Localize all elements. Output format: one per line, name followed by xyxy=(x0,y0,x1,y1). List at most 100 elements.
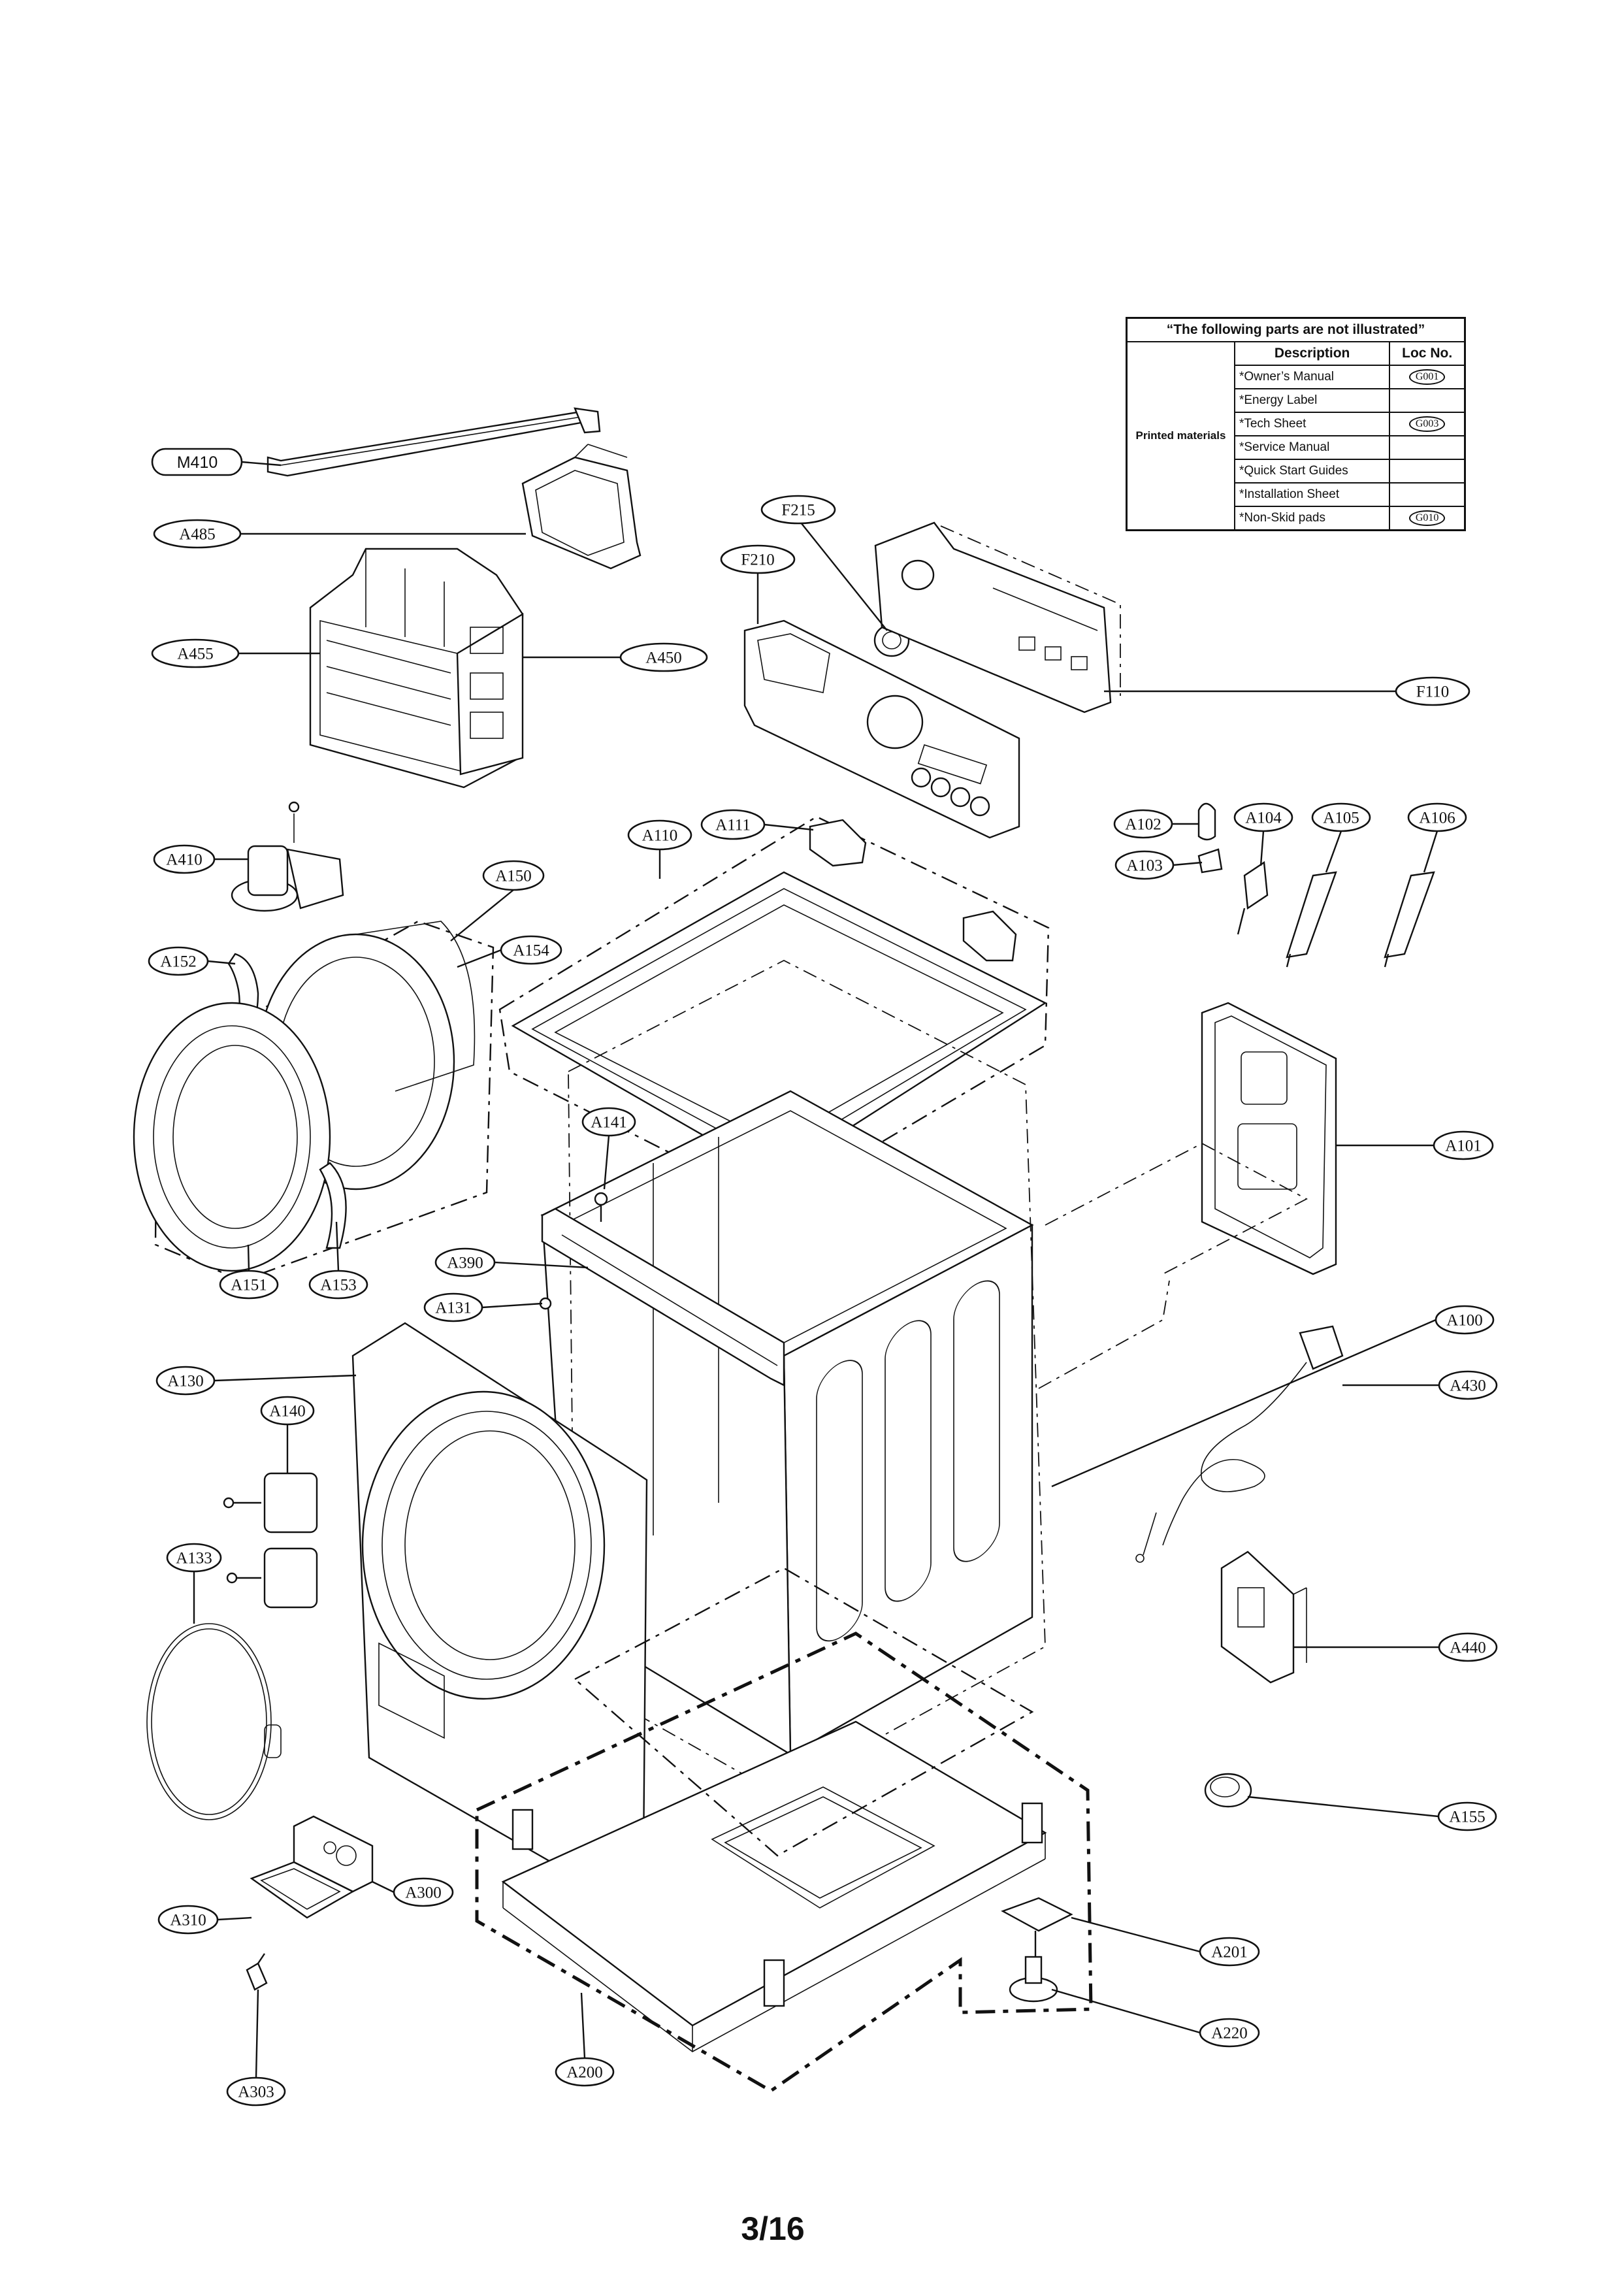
label-a150: A150 xyxy=(482,860,545,891)
part-a310-door xyxy=(250,1861,355,1919)
table-row: *Service Manual xyxy=(1127,435,1466,460)
table-group-printed-materials: Printed materials xyxy=(1126,341,1235,531)
svg-text:A303: A303 xyxy=(238,2084,274,2101)
label-a111: A111 xyxy=(700,809,766,840)
a100-phantom-outline xyxy=(568,959,1046,1795)
a200-group-outline xyxy=(475,1632,1093,2093)
svg-text:A410: A410 xyxy=(166,851,203,869)
svg-text:A450: A450 xyxy=(645,649,682,667)
label-a100: A100 xyxy=(1435,1305,1495,1335)
part-a151-gasket-front xyxy=(133,1002,331,1272)
part-a130-front-panel xyxy=(351,1322,648,1886)
svg-text:A390: A390 xyxy=(447,1255,483,1272)
table-cell-loc: G003 xyxy=(1389,412,1466,436)
label-f110: F110 xyxy=(1395,676,1470,706)
table-row: *Tech Sheet G003 xyxy=(1127,412,1466,436)
svg-text:A201: A201 xyxy=(1211,1944,1248,1961)
label-a155: A155 xyxy=(1437,1801,1497,1831)
svg-text:A100: A100 xyxy=(1446,1312,1483,1330)
part-a133-ring xyxy=(146,1623,282,1820)
part-a155-cap xyxy=(1204,1773,1252,1808)
label-a201: A201 xyxy=(1199,1937,1260,1967)
part-f210-control-panel xyxy=(743,619,1020,839)
svg-text:A110: A110 xyxy=(642,827,678,845)
label-a390: A390 xyxy=(434,1247,496,1277)
table-cell-loc xyxy=(1389,435,1466,460)
part-a485-cover xyxy=(521,444,641,570)
table-cell-loc xyxy=(1389,388,1466,413)
label-a151: A151 xyxy=(219,1270,279,1300)
label-a110: A110 xyxy=(627,819,692,851)
table-cell-description: *Tech Sheet xyxy=(1233,412,1391,436)
svg-text:A104: A104 xyxy=(1245,810,1282,827)
part-a440-module xyxy=(1220,1550,1307,1684)
part-f110-pcb xyxy=(874,521,1121,713)
table-cell-loc: G010 xyxy=(1389,506,1466,531)
svg-text:A200: A200 xyxy=(566,2064,603,2082)
loc-badge: G001 xyxy=(1408,369,1446,385)
svg-text:A455: A455 xyxy=(177,646,214,663)
label-a105: A105 xyxy=(1311,802,1371,832)
label-a450: A450 xyxy=(619,642,708,672)
svg-text:M410: M410 xyxy=(177,453,218,472)
svg-text:A152: A152 xyxy=(160,953,197,971)
table-cell-description: *Energy Label xyxy=(1233,388,1391,413)
svg-text:A150: A150 xyxy=(495,868,532,885)
label-f215: F215 xyxy=(760,495,836,525)
table-cell-loc xyxy=(1389,482,1466,507)
part-a455-a450-pcb-box xyxy=(309,548,524,789)
label-a154: A154 xyxy=(500,935,562,965)
a100-front-outline xyxy=(573,1567,1034,1857)
leader-lines xyxy=(193,461,1439,2078)
svg-text:A101: A101 xyxy=(1445,1138,1482,1155)
label-a103: A103 xyxy=(1114,850,1175,880)
table-cell-loc xyxy=(1389,459,1466,484)
part-a111-brackets xyxy=(809,819,1017,962)
part-a106-damper xyxy=(1384,871,1435,968)
page-number: 3/16 xyxy=(741,2210,805,2247)
svg-text:A430: A430 xyxy=(1450,1377,1486,1395)
table-header-loc-no: Loc No. xyxy=(1389,341,1466,366)
svg-text:A133: A133 xyxy=(176,1550,212,1567)
label-a410: A410 xyxy=(153,844,216,874)
table-row: *Installation Sheet xyxy=(1127,482,1466,507)
table-cell-description: *Installation Sheet xyxy=(1233,482,1391,507)
label-a102: A102 xyxy=(1113,809,1173,839)
not-illustrated-parts-table: “The following parts are not illustrated… xyxy=(1126,317,1466,531)
svg-text:A300: A300 xyxy=(405,1884,442,1902)
part-a410-pressure-switch xyxy=(231,801,344,912)
label-m410: M410 xyxy=(151,448,243,476)
label-a300: A300 xyxy=(393,1877,454,1907)
part-a303-screw xyxy=(246,1953,268,1991)
label-a133: A133 xyxy=(166,1543,222,1573)
svg-text:A151: A151 xyxy=(231,1277,267,1294)
label-a104: A104 xyxy=(1233,802,1293,832)
loc-badge: G003 xyxy=(1408,416,1446,432)
svg-text:A102: A102 xyxy=(1125,816,1161,834)
label-a485: A485 xyxy=(153,519,242,549)
part-a104-damper xyxy=(1237,861,1269,935)
label-a303: A303 xyxy=(226,2076,286,2107)
label-a130: A130 xyxy=(155,1366,216,1396)
svg-text:F210: F210 xyxy=(741,551,774,569)
label-a131: A131 xyxy=(423,1292,483,1322)
part-a141-screw xyxy=(594,1192,608,1222)
svg-text:A155: A155 xyxy=(1449,1809,1486,1826)
svg-text:A106: A106 xyxy=(1419,810,1455,827)
table-row: *Quick Start Guides xyxy=(1127,459,1466,484)
label-a140: A140 xyxy=(260,1396,315,1426)
svg-text:A310: A310 xyxy=(170,1912,206,1929)
label-a455: A455 xyxy=(151,638,240,668)
label-a153: A153 xyxy=(308,1270,368,1300)
part-a390-bracket xyxy=(541,1207,785,1386)
table-row: *Non-Skid pads G010 xyxy=(1127,506,1466,531)
part-a105-damper xyxy=(1286,871,1337,968)
svg-text:F110: F110 xyxy=(1416,683,1449,701)
part-a430-power-cord xyxy=(1135,1325,1344,1563)
svg-text:A140: A140 xyxy=(269,1403,306,1420)
svg-text:A111: A111 xyxy=(715,817,751,834)
label-a430: A430 xyxy=(1438,1370,1498,1400)
part-a153-clamp xyxy=(319,1162,347,1249)
table-header-description: Description xyxy=(1233,341,1391,366)
svg-text:A105: A105 xyxy=(1323,810,1359,827)
